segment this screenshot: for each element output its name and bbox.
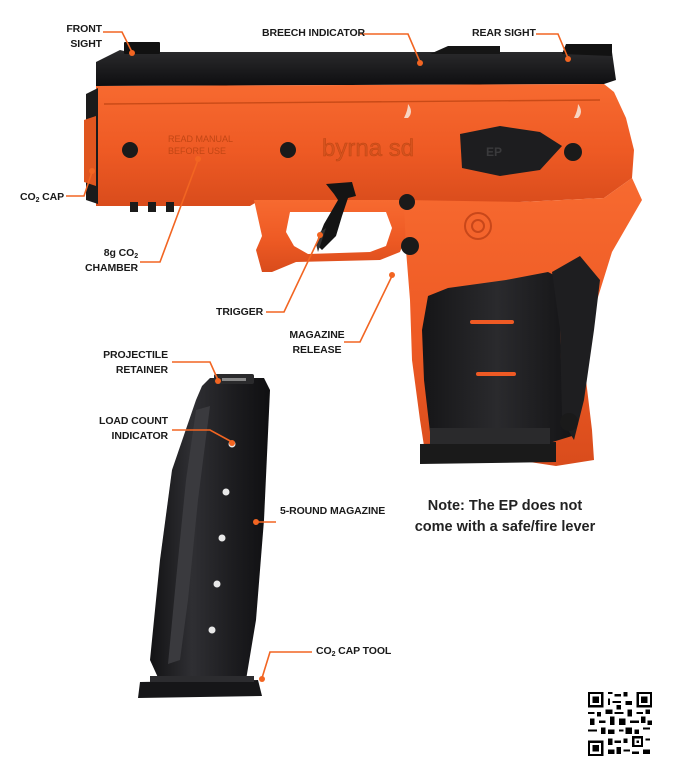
trigger-blade (316, 228, 326, 252)
note-line1: Note: The EP does not (427, 498, 583, 514)
load-count-hole (208, 626, 216, 634)
label-co2-chamber: 8g CO2 CHAMBER (76, 246, 138, 276)
logo-circle-icon-inner (471, 219, 485, 233)
leader-dot (389, 272, 395, 278)
label-magazine-release-line2: RELEASE (292, 344, 342, 356)
label-trigger: TRIGGER (216, 306, 264, 318)
frame-notch (130, 202, 138, 212)
magazine-baseplate (420, 442, 556, 464)
grip-accent (476, 372, 516, 376)
leader-dot (317, 232, 323, 238)
magazine-body (150, 378, 270, 682)
rear-sight-blade (562, 44, 612, 56)
label-breech-indicator: BREECH INDICATOR (262, 27, 366, 39)
load-count-hole (213, 580, 221, 588)
warning-emboss-1: READ MANUAL (168, 134, 233, 144)
label-load-count-indicator: LOAD COUNT INDICATOR (92, 414, 168, 444)
leader-co2-cap (66, 171, 93, 197)
label-co2-cap-tool-post: CAP TOOL (335, 645, 392, 657)
grip-panel (422, 272, 572, 444)
leader-magazine-release (344, 275, 393, 343)
label-5-round-magazine: 5-ROUND MAGAZINE (280, 505, 386, 517)
leader-dot (195, 156, 201, 162)
magazine-baseplate-edge (430, 428, 550, 444)
leader-dot (129, 50, 135, 56)
label-co2-cap-tool: CO2 CAP TOOL (316, 644, 391, 659)
logo-circle-icon (464, 212, 492, 240)
label-load-count-line2: INDICATOR (111, 430, 169, 442)
label-co2-cap: CO2 CAP (20, 190, 64, 205)
leader-dot (565, 56, 571, 62)
leader-dot (229, 440, 235, 446)
pin (560, 413, 578, 431)
leader-projectile-retainer (172, 361, 219, 381)
label-projectile-retainer: PROJECTILE RETAINER (96, 348, 168, 378)
note-text: Note: The EP does not come with a safe/f… (395, 496, 615, 538)
leader-rear-sight (536, 33, 569, 59)
label-co2-cap-post: CAP (39, 191, 65, 203)
trigger (316, 182, 356, 250)
leader-dot (253, 519, 259, 525)
leader-breech (360, 33, 421, 63)
brand-emboss: byrna sd (322, 135, 414, 162)
label-co2-chamber-sub: 2 (134, 253, 138, 260)
backstrap (552, 256, 600, 440)
label-front-sight-line1: FRONT (66, 23, 102, 35)
pistol: EP byrna sd READ MANUAL BEFORE USE (84, 42, 642, 466)
load-count-hole (222, 488, 230, 496)
magazine-spine (168, 406, 210, 664)
label-co2-cap-tool-pre: CO (316, 645, 332, 657)
magazine (138, 374, 270, 698)
qr-code-icon[interactable] (588, 692, 652, 756)
leader-load-count (172, 429, 233, 443)
label-magazine-release: MAGAZINE RELEASE (286, 328, 348, 358)
label-projectile-retainer-line1: PROJECTILE (103, 349, 168, 361)
leader-co2-cap-tool (261, 651, 312, 679)
pin (399, 194, 415, 210)
leader-dot (215, 378, 221, 384)
pin (122, 142, 138, 158)
leader-dot (417, 60, 423, 66)
label-magazine-release-line1: MAGAZINE (289, 329, 345, 341)
label-front-sight: FRONT SIGHT (50, 22, 102, 52)
ep-selector-label: EP (486, 145, 502, 159)
pin (280, 142, 296, 158)
projectile-retainer-slot (222, 378, 246, 381)
label-load-count-line1: LOAD COUNT (99, 415, 168, 427)
label-co2-cap-sub: 2 (35, 197, 40, 204)
leader-front-sight (103, 31, 133, 53)
label-co2-chamber-line2: CHAMBER (85, 262, 138, 274)
warning-emboss-2: BEFORE USE (168, 146, 226, 156)
label-projectile-retainer-line2: RETAINER (115, 364, 168, 376)
leader-dot (89, 168, 95, 174)
load-count-hole (218, 534, 226, 542)
leader-dot (259, 676, 265, 682)
label-co2-cap-tool-sub: 2 (331, 651, 336, 658)
breech-indicator (430, 46, 500, 54)
pin (564, 143, 582, 161)
label-front-sight-line2: SIGHT (70, 38, 102, 50)
note-line2: come with a safe/fire lever (414, 519, 596, 535)
slide-top-rail (96, 50, 616, 86)
label-co2-cap-pre: CO (20, 191, 36, 203)
frame-notch (148, 202, 156, 212)
leader-co2-chamber (140, 159, 199, 263)
label-co2-chamber-line1: 8g CO2 (76, 246, 138, 261)
grip-accent (470, 320, 514, 324)
flame-mark-icon (404, 104, 411, 118)
slide-groove (103, 99, 601, 105)
magazine-release-button (401, 237, 419, 255)
ep-selector (460, 126, 562, 176)
co2-cap-tool-edge (150, 676, 254, 682)
label-rear-sight: REAR SIGHT (472, 27, 536, 39)
frame-notch (166, 202, 174, 212)
trigger-guard-opening (286, 212, 392, 254)
flame-mark-icon (574, 104, 581, 118)
label-co2-chamber-pre: 8g CO (103, 247, 135, 259)
leader-trigger (266, 235, 321, 313)
co2-cap-tool (138, 680, 262, 698)
leader-lines (66, 31, 571, 682)
